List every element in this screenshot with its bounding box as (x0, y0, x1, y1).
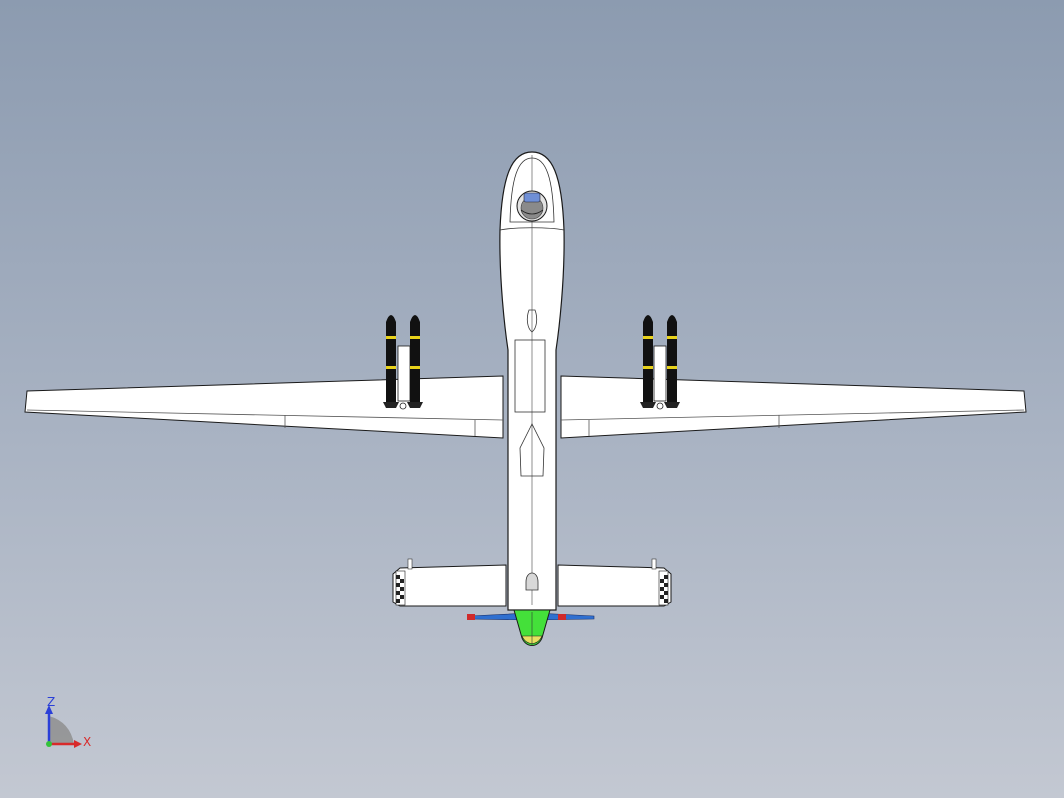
missile (407, 315, 423, 408)
missile (664, 315, 680, 408)
triad-graphic (45, 705, 82, 748)
missile (383, 315, 399, 408)
left-tail-plane[interactable] (392, 558, 507, 607)
right-tail-plane[interactable] (557, 558, 672, 607)
propeller-spinner[interactable] (513, 609, 551, 646)
z-axis-label: Z (47, 695, 56, 709)
triad-origin (46, 741, 52, 747)
right-missile-pod[interactable] (640, 315, 680, 410)
left-wing[interactable] (24, 375, 504, 439)
x-axis-label: X (83, 735, 92, 749)
sensor-turret[interactable] (516, 190, 548, 222)
left-missile-pod[interactable] (383, 315, 423, 410)
orientation-triad: Z X (36, 694, 106, 764)
missile (640, 315, 656, 408)
right-wing[interactable] (560, 375, 1027, 439)
